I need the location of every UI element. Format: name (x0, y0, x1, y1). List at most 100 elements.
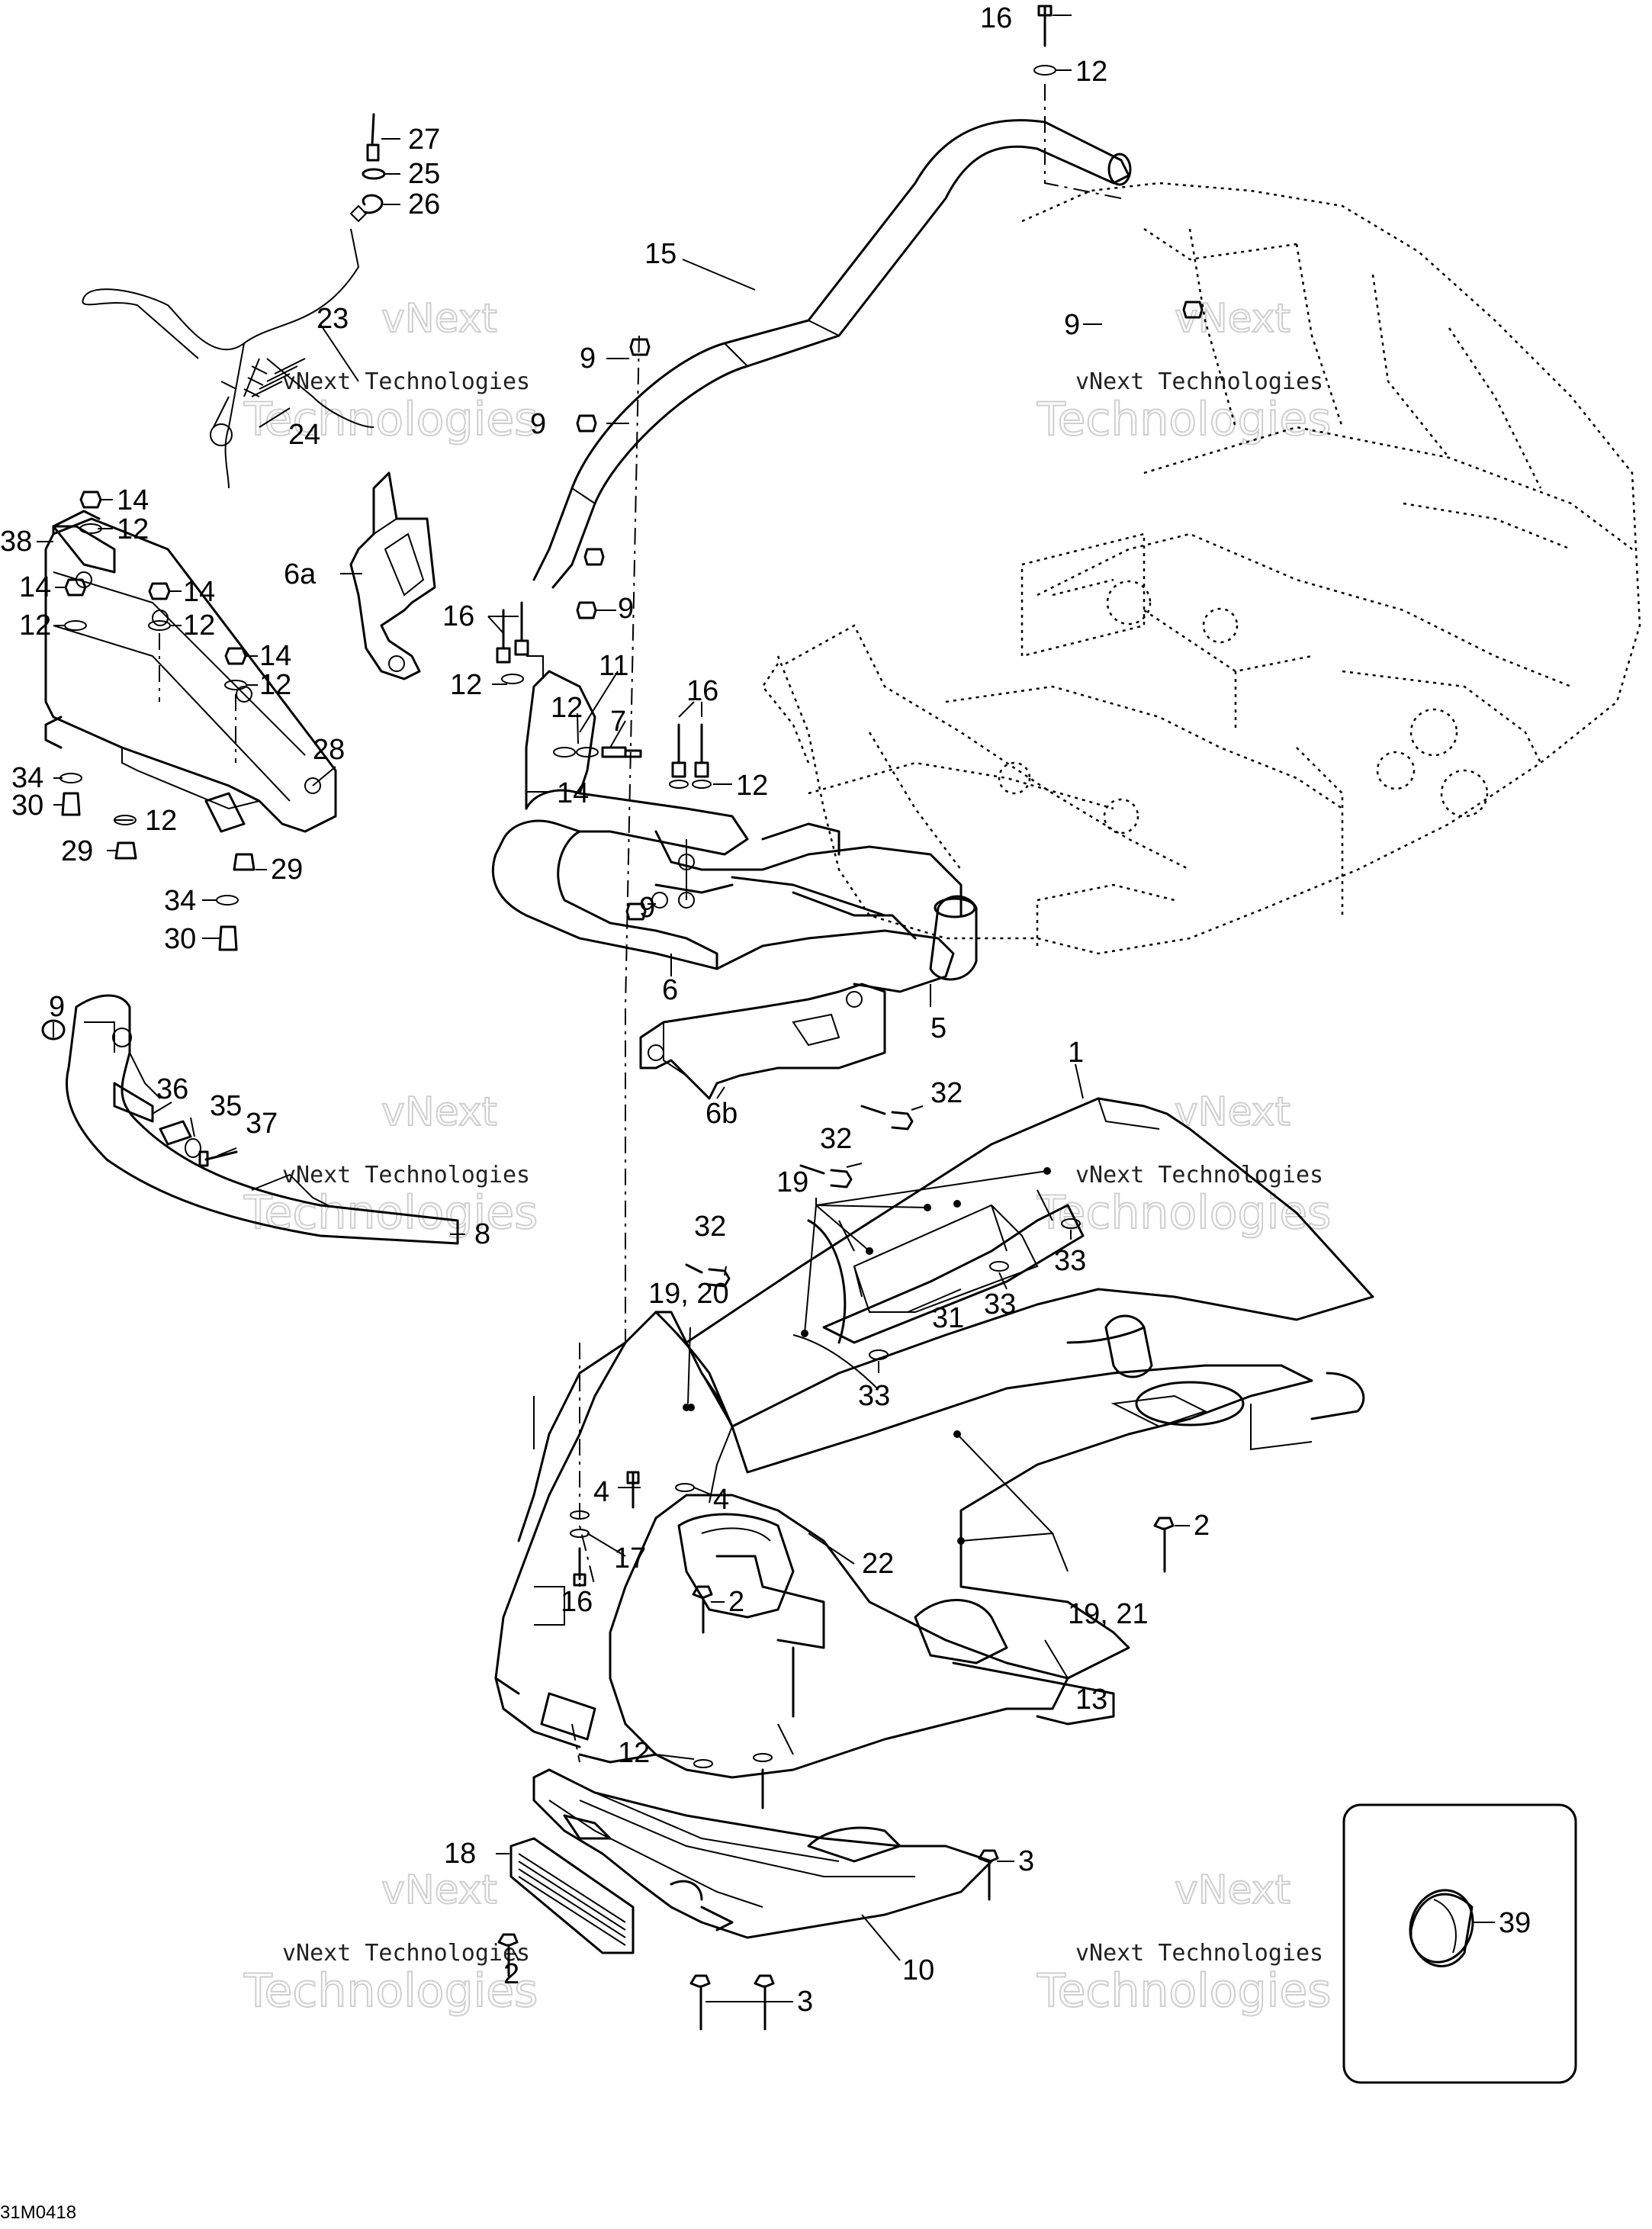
callout: 26 (408, 188, 440, 220)
callout: 3 (797, 1986, 813, 2018)
callout: 9 (1064, 309, 1080, 341)
callout: 32 (930, 1077, 963, 1109)
callout: 11 (599, 650, 628, 682)
callout: 32 (820, 1123, 852, 1155)
callout: 30 (164, 923, 196, 955)
callout-labels: 16 12 27 25 26 15 23 24 9 9 9 14 38 12 6… (0, 2, 1531, 2018)
callout: 18 (444, 1838, 476, 1870)
callout: 10 (902, 1954, 934, 1986)
watermark-line2: vNext Technologies (282, 1162, 530, 1188)
fasteners (497, 1105, 1175, 2031)
callout: 2 (1194, 1510, 1210, 1542)
grille (509, 1837, 635, 1954)
callout: 29 (61, 835, 93, 867)
callout: 12 (736, 770, 768, 802)
callout: 37 (246, 1108, 278, 1140)
bumper-bracket (44, 510, 337, 833)
belly-pan (494, 1219, 1365, 1779)
callout: 32 (694, 1211, 726, 1243)
callout: 9 (639, 892, 655, 924)
watermark: vNext vNext Technologies Technologies (243, 1867, 538, 2018)
callout: 12 (551, 692, 583, 724)
callout: 31 (932, 1302, 964, 1334)
callout: 6b (705, 1098, 738, 1130)
watermark-line3: Technologies (1037, 1964, 1331, 2018)
callout: 13 (1075, 1684, 1107, 1716)
watermark-line1: vNext (381, 1089, 497, 1135)
watermark-line1: vNext (1175, 1867, 1290, 1913)
callout: 14 (19, 571, 51, 603)
dashed-leaders (571, 335, 640, 1763)
callout: 4 (713, 1484, 729, 1516)
callout: 14 (183, 576, 215, 608)
callout: 24 (288, 419, 320, 451)
callout: 33 (1054, 1245, 1086, 1277)
callout: 6 (662, 974, 678, 1006)
callout: 19, 21 (1068, 1598, 1149, 1630)
watermark-line3: Technologies (1037, 1186, 1331, 1240)
callout: 12 (259, 669, 291, 701)
watermark-line3: Technologies (1037, 393, 1331, 446)
drawing-code: 31M0418 (0, 2202, 76, 2223)
watermark-line2: vNext Technologies (1075, 1162, 1323, 1188)
upper-frame-assembly (491, 670, 978, 993)
hardware-center (496, 5, 1204, 921)
callout: 8 (474, 1218, 490, 1250)
callout: 4 (593, 1476, 609, 1508)
callout: 16 (561, 1586, 593, 1618)
callout: 2 (728, 1586, 744, 1618)
watermark: vNext vNext Technologies Technologies (1036, 295, 1332, 447)
callout: 9 (618, 593, 634, 625)
callout: 7 (610, 706, 626, 738)
callout: 1 (1068, 1037, 1084, 1069)
callout: 15 (644, 238, 677, 270)
callout: 29 (271, 854, 303, 886)
inset-box (1342, 1803, 1577, 2084)
callout: 33 (858, 1380, 890, 1412)
watermark-line2: vNext Technologies (1075, 368, 1323, 395)
callout: 34 (11, 762, 43, 794)
callout: 16 (686, 675, 718, 707)
callout: 2 (503, 1958, 519, 1990)
callout: 36 (156, 1073, 188, 1105)
callout: 16 (980, 2, 1012, 34)
callout: 9 (49, 991, 65, 1023)
callout: 35 (210, 1090, 242, 1122)
handlebar (532, 119, 1132, 589)
watermark-line3: Technologies (243, 393, 538, 446)
callout: 19 (776, 1166, 808, 1198)
callout: 9 (530, 408, 546, 440)
vehicle-frame (761, 182, 1641, 955)
callout: 22 (862, 1548, 894, 1580)
callout: 30 (11, 790, 43, 822)
tether-cable (82, 204, 374, 489)
callout: 3 (1018, 1845, 1034, 1877)
callout: 38 (0, 526, 32, 558)
watermark: vNext vNext Technologies Technologies (1036, 1089, 1332, 1240)
bracket-6a (349, 471, 436, 680)
skid-plate (532, 1768, 993, 1939)
watermark-line1: vNext (381, 296, 497, 342)
hardware-27-25-26 (362, 113, 386, 214)
watermark-line3: Technologies (243, 1964, 538, 2018)
watermark: vNext vNext Technologies Technologies (243, 1089, 538, 1240)
callout: 39 (1499, 1907, 1531, 1939)
callout: 9 (580, 343, 596, 375)
callout: 6a (284, 558, 317, 590)
front-bumper (41, 994, 459, 1245)
callout: 33 (984, 1288, 1016, 1320)
callout: 27 (408, 124, 440, 156)
callout: 23 (317, 303, 349, 335)
watermark-line1: vNext (381, 1867, 497, 1913)
leader-lines (37, 14, 1495, 2002)
watermark-line1: vNext (1175, 1089, 1290, 1135)
watermark: vNext vNext Technologies Technologies (1036, 1867, 1332, 2018)
bracket-6b (639, 983, 886, 1100)
callout: 19, 20 (648, 1278, 729, 1310)
watermark-line2: vNext Technologies (282, 1940, 530, 1967)
callout: 12 (1075, 56, 1107, 88)
callout: 14 (259, 640, 291, 672)
callout: 25 (408, 158, 440, 190)
callout: 28 (313, 734, 345, 766)
